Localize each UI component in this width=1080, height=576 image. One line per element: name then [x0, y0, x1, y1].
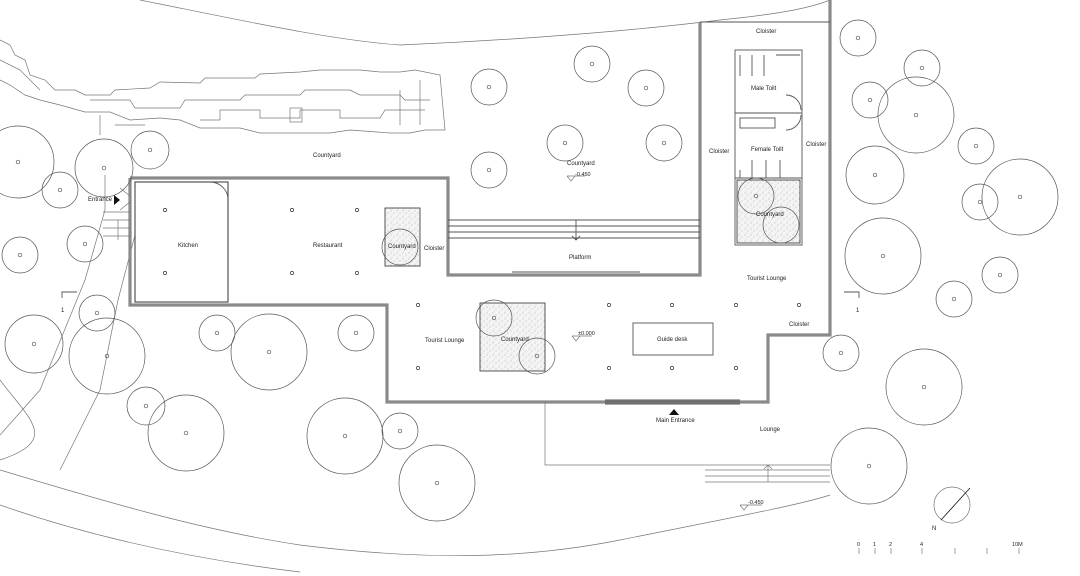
- label-tourist-lounge-e: Tourist Lounge: [747, 276, 787, 282]
- section-label-right: 1: [856, 308, 860, 314]
- scale-tick-4: 4: [920, 542, 923, 548]
- label-guide-desk: Guide desk: [657, 337, 688, 343]
- trees: [0, 19, 1059, 522]
- label-courtyard-small-w: Countyard: [388, 244, 416, 250]
- north-arrow: N: [932, 486, 971, 532]
- label-courtyard-n: Countyard: [567, 161, 595, 167]
- label-courtyard-mid: Countyard: [501, 337, 529, 343]
- label-kitchen: Kitchen: [178, 243, 198, 249]
- courtyard-small-west: [384, 207, 421, 267]
- toilet-block: [700, 21, 830, 246]
- label-courtyard-nw: Countyard: [313, 153, 341, 159]
- label-female-toilet: Female Toilt: [751, 147, 784, 153]
- scale-tick-1: 1: [873, 542, 876, 548]
- label-main-entrance: Main Entrance: [656, 418, 695, 424]
- label-lounge: Lounge: [760, 427, 781, 433]
- north-label: N: [932, 526, 936, 532]
- scale-tick-0: 0: [857, 542, 860, 548]
- section-markers: 1 1: [61, 291, 860, 314]
- label-cloister-left: Cloister: [709, 149, 729, 155]
- label-entrance: Entrance: [88, 197, 113, 203]
- scale-bar: 0 1 2 4 10M: [857, 542, 1023, 554]
- site-boundary: [0, 0, 831, 573]
- level-markers: [566, 175, 762, 511]
- label-cloister-right: Cloister: [806, 142, 826, 148]
- existing-buildings: [0, 39, 446, 135]
- label-restaurant: Restaurant: [313, 243, 343, 249]
- plan-labels: Countyard Countyard Countyard Countyard …: [88, 29, 826, 506]
- guide-desk: [632, 322, 714, 356]
- label-cloister-mid: Cloister: [424, 246, 444, 252]
- building-walls: [128, 0, 832, 405]
- label-platform: Platform: [569, 255, 591, 261]
- level-n: -0.450: [575, 172, 591, 178]
- level-mid: ±0.000: [578, 331, 595, 337]
- label-cloister-top: Cloister: [756, 29, 776, 35]
- section-label-left: 1: [61, 308, 65, 314]
- label-tourist-lounge-w: Tourist Lounge: [425, 338, 465, 344]
- label-male-toilet: Male Toilt: [751, 86, 777, 92]
- lounge-area: [544, 402, 830, 483]
- level-s: -0.450: [748, 500, 764, 506]
- label-cloister-east: Cloister: [789, 322, 809, 328]
- columns: [163, 208, 801, 370]
- west-entrance: [103, 187, 131, 240]
- scale-tick-2: 2: [889, 542, 892, 548]
- entrance-arrow-icon: [114, 195, 120, 205]
- scale-tick-10: 10M: [1012, 542, 1023, 548]
- main-entrance-arrow-icon: [669, 409, 679, 415]
- courtyard-mid: [479, 302, 546, 372]
- label-courtyard-toilet: Countyard: [756, 212, 784, 218]
